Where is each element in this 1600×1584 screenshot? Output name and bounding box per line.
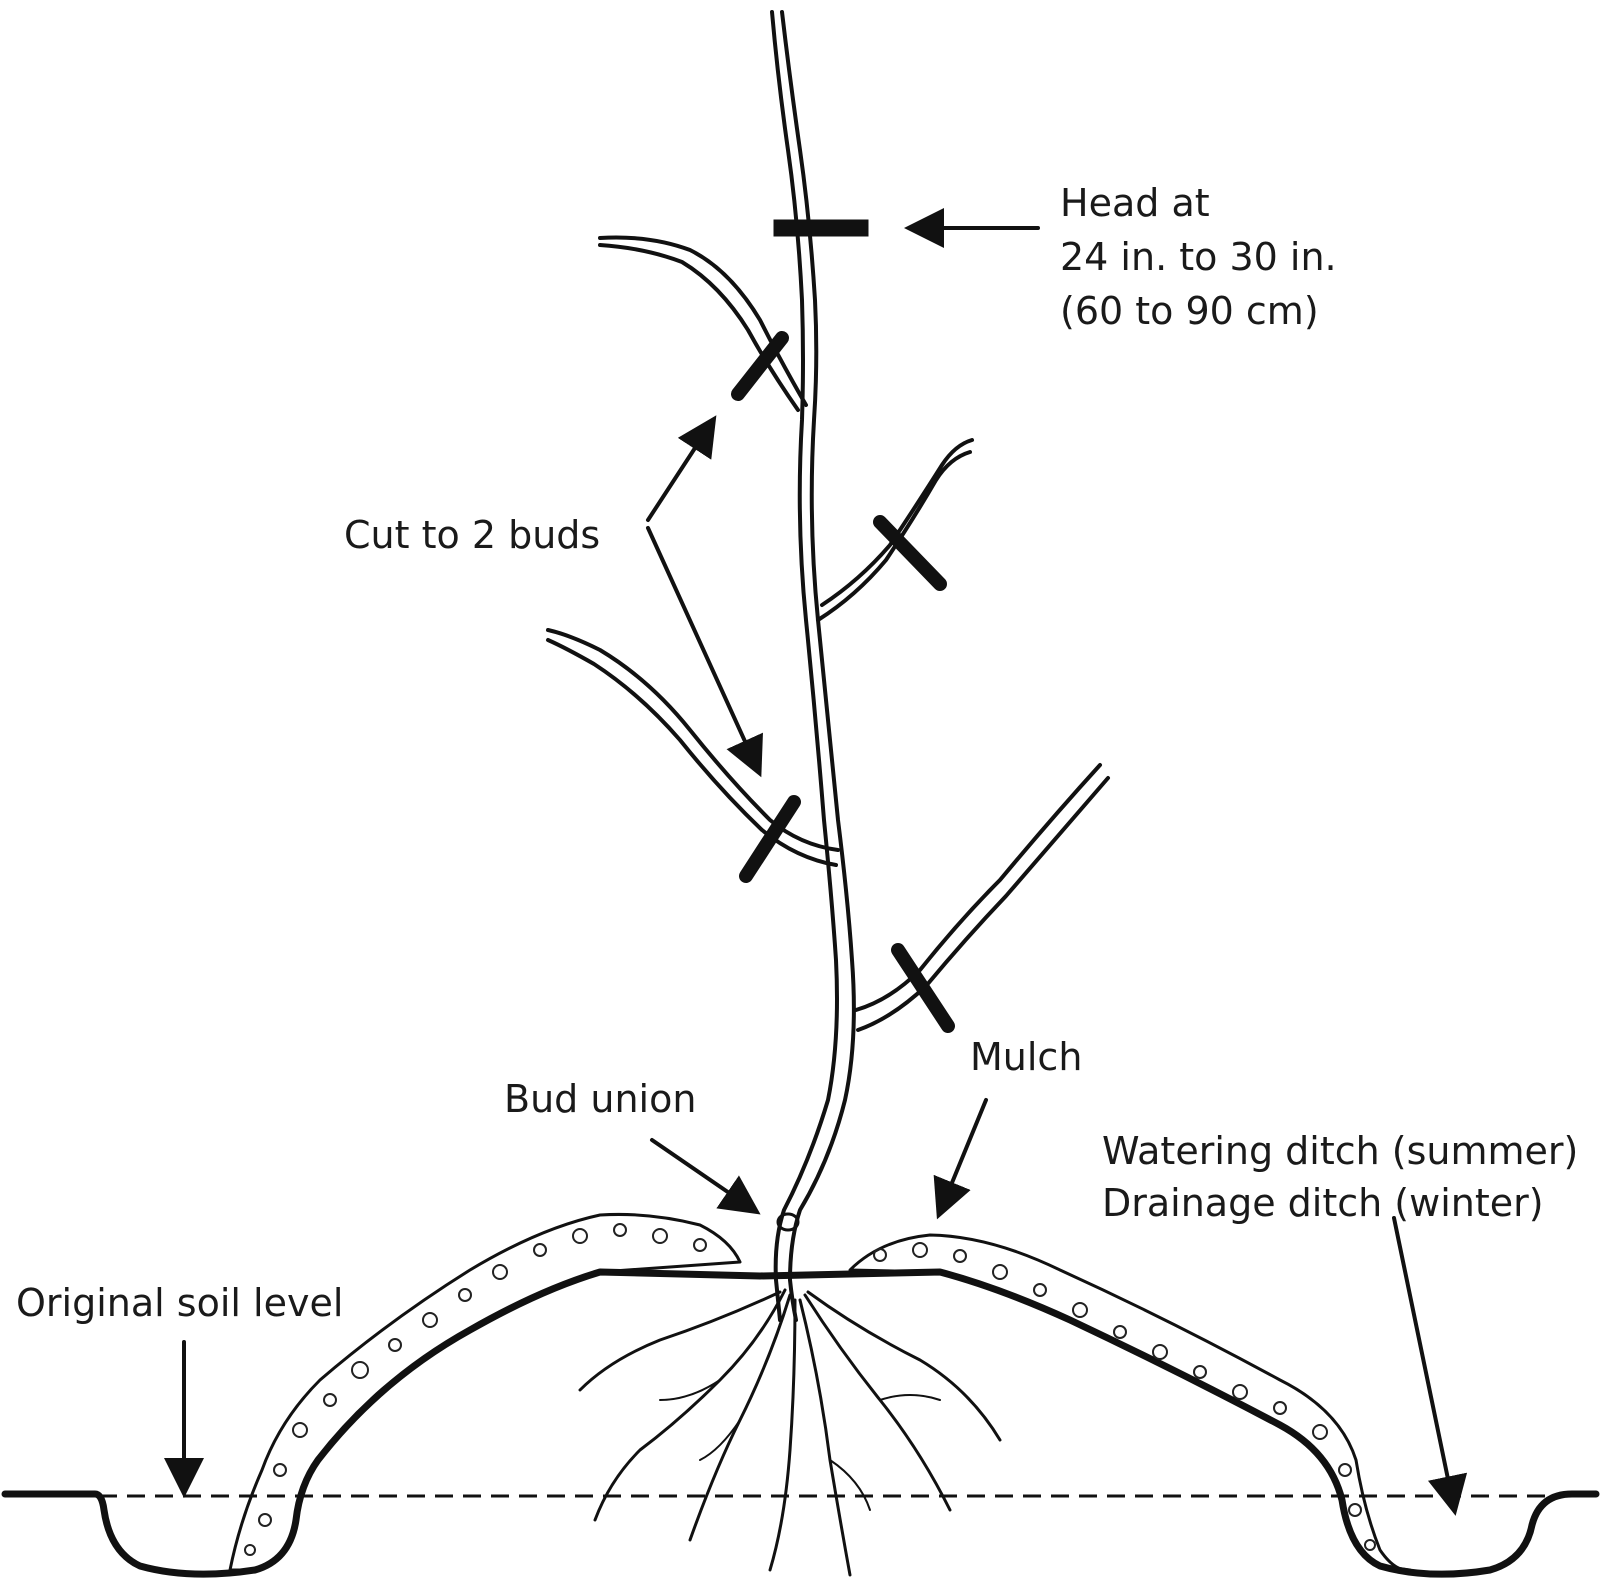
mulch-left bbox=[228, 1212, 742, 1572]
tree-roots bbox=[578, 1288, 1002, 1577]
cut-arrow-lower bbox=[646, 526, 763, 778]
cut-mark-upper-left bbox=[731, 331, 789, 401]
drainage-ditch-label: Drainage ditch (winter) bbox=[1102, 1181, 1544, 1225]
cut-marks bbox=[731, 219, 955, 1033]
head-label-line1: Head at bbox=[1060, 181, 1210, 225]
watering-ditch-label: Watering ditch (summer) bbox=[1102, 1129, 1578, 1173]
arrows bbox=[164, 208, 1468, 1516]
bud-union-label: Bud union bbox=[504, 1077, 696, 1121]
head-label-line2: 24 in. to 30 in. bbox=[1060, 235, 1337, 279]
cut-buds-label: Cut to 2 buds bbox=[344, 513, 600, 557]
cut-mark-upper-right bbox=[873, 515, 947, 591]
mulch-label: Mulch bbox=[970, 1035, 1082, 1079]
bud-union-arrow bbox=[650, 1138, 761, 1215]
cut-mark-lower-right bbox=[891, 943, 955, 1033]
labels: Head at 24 in. to 30 in. (60 to 90 cm) C… bbox=[16, 181, 1578, 1325]
mulch-arrow bbox=[933, 1098, 988, 1220]
head-label-line3: (60 to 90 cm) bbox=[1060, 289, 1319, 333]
cut-arrow-upper bbox=[646, 415, 717, 522]
ditch-arrow bbox=[1392, 1216, 1468, 1516]
head-cut-mark bbox=[773, 219, 869, 237]
mulch-right bbox=[848, 1233, 1412, 1572]
tree-trunk bbox=[770, 10, 856, 1322]
tree-branches bbox=[546, 235, 1110, 1032]
original-soil-level-label: Original soil level bbox=[16, 1281, 343, 1325]
cut-mark-lower-left bbox=[739, 795, 801, 883]
